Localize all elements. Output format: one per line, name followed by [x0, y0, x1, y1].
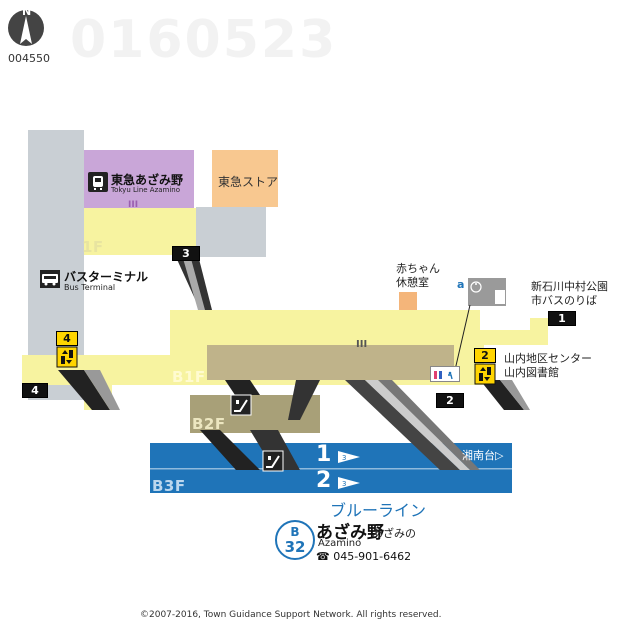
track-1: 1 [316, 442, 332, 467]
center-line2: 山内図書館 [504, 366, 559, 379]
baby-room-marker [399, 292, 417, 310]
elevator-2-number: 2 [474, 348, 496, 363]
floor-1f-label: 1F [82, 238, 104, 256]
exit-2[interactable]: 2 [436, 393, 464, 408]
exit-3[interactable]: 3 [172, 246, 200, 261]
tokyu-station-name: 東急あざみ野 [111, 173, 184, 187]
floor-b1f-label: B1F [172, 368, 206, 386]
tokyu-store-area [212, 150, 278, 207]
elevator-4-number: 4 [56, 331, 78, 346]
subway-line-name: ブルーライン [330, 501, 427, 520]
gate-tokyu: III [128, 200, 139, 210]
elevator-icon [56, 346, 78, 368]
baby-room-line2: 休憩室 [396, 276, 429, 289]
track-direction-label: 湘南台▷ [462, 449, 504, 462]
baby-room-line1: 赤ちゃん [396, 262, 440, 275]
concourse-b1f [207, 345, 454, 380]
direction-arrow-icon: 3 [338, 449, 366, 463]
svg-text:3: 3 [342, 454, 346, 462]
escalator-icon [230, 394, 252, 416]
direction-arrow-icon: 3 [338, 475, 366, 489]
elevator-icon [474, 363, 496, 385]
bus-icon [40, 270, 60, 288]
exit-4[interactable]: 4 [22, 383, 48, 398]
station-badge: B 32 [275, 520, 315, 560]
park-bus-line2: 市バスのりば [531, 294, 597, 307]
badge-number: 32 [284, 538, 306, 556]
floor-b2f-label: B2F [192, 415, 226, 433]
subway-station-name: あざみ野 [316, 523, 384, 543]
track-2: 2 [316, 468, 332, 493]
watermark-text: 0160523 [70, 10, 338, 70]
floor-b3f-label: B3F [152, 477, 186, 495]
accessible-icon [470, 278, 482, 293]
subway-station-kana: あざみの [372, 527, 416, 540]
subway-phone: ☎ 045-901-6462 [316, 550, 412, 563]
toilet-icon [430, 366, 460, 382]
escalator-icon [262, 450, 284, 472]
svg-text:3: 3 [342, 480, 346, 488]
subway-station-en: Azamino [318, 538, 362, 549]
compass-letter: N [22, 5, 32, 18]
park-bus-line1: 新石川中村公園 [531, 280, 608, 293]
compass-icon [6, 4, 46, 50]
map-code: 004550 [8, 52, 50, 65]
connector-area [196, 207, 266, 257]
gate-b1: III [356, 339, 368, 350]
exit-1[interactable]: 1 [548, 311, 576, 326]
train-icon [88, 172, 108, 192]
center-line1: 山内地区センター [504, 352, 592, 365]
copyright: ©2007-2016, Town Guidance Support Networ… [140, 610, 442, 620]
tokyu-station-sub: Tokyu Line Azamino [111, 186, 181, 194]
elevator-2[interactable]: 2 [474, 348, 496, 386]
bus-terminal-en: Bus Terminal [64, 283, 116, 292]
bus-terminal-label: バスターミナル [64, 270, 149, 284]
tokyu-store-label: 東急ストア [218, 175, 279, 189]
a-marker: a [457, 278, 465, 291]
badge-letter: B [290, 525, 300, 539]
elevator-4[interactable]: 4 [56, 331, 78, 369]
